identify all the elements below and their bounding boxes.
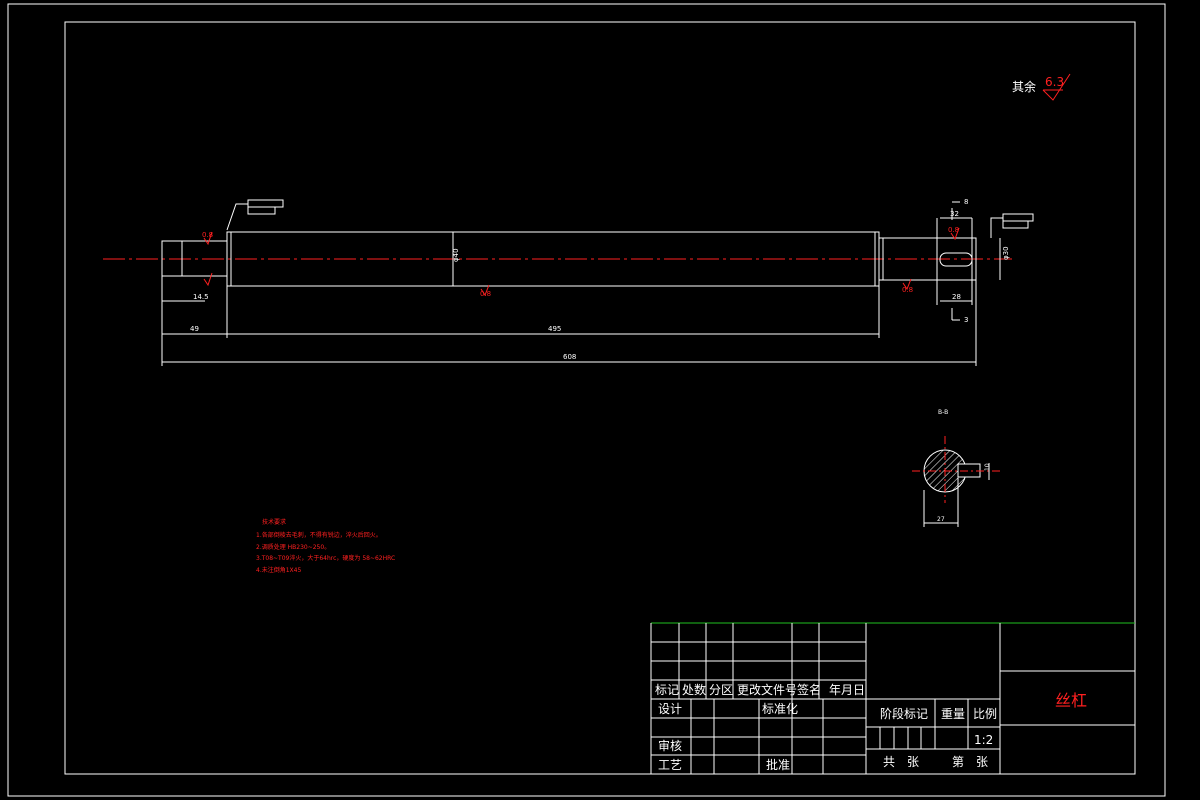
- tb-header: 标记: [655, 683, 679, 697]
- outer-border: [7, 3, 1166, 797]
- inner-border: [64, 21, 1136, 775]
- dim-left-step: 14.5: [193, 293, 209, 301]
- roughness-mark: 0.8: [948, 226, 959, 234]
- tb-standardization: 标准化: [762, 702, 798, 716]
- roughness-symbols: [203, 227, 960, 297]
- tech-item: 2.调质处理 HB230~250。: [256, 543, 330, 551]
- tb-approve: 批准: [766, 757, 790, 772]
- tb-header: 年月日: [829, 683, 865, 697]
- dim-right-top: 32: [950, 210, 959, 218]
- dim-diameter-main: φ40: [452, 248, 460, 262]
- tb-scale-label: 比例: [973, 707, 997, 721]
- tb-process: 工艺: [658, 758, 682, 772]
- tb-sheet-no: 第 张: [952, 755, 988, 769]
- surface-note-value: 6.3: [1045, 75, 1064, 89]
- dim-keyway-offset: 8: [964, 198, 968, 206]
- title-block-text: 标记 处数 分区 更改文件号 签名 年月日 设计 标准化 审核 工艺 批准 阶段…: [655, 682, 1087, 772]
- tb-total-sheets: 共 张: [883, 755, 919, 769]
- dim-middle-segment: 495: [548, 325, 561, 333]
- tb-header: 处数: [682, 682, 706, 697]
- tb-design: 设计: [658, 702, 682, 716]
- surface-note-label: 其余: [1012, 79, 1036, 94]
- tech-item: 4.未注倒角1X45: [256, 566, 301, 574]
- tb-stage-mark: 阶段标记: [880, 706, 928, 721]
- tech-item: 3.T08~T09淬火，大于64hrc，硬度为 58~62HRC: [256, 554, 395, 562]
- tb-review: 审核: [658, 738, 682, 753]
- technical-requirements: 技术要求 1.各部倒棱去毛刺，不得有锐边，淬火后回火。 2.调质处理 HB230…: [256, 518, 395, 574]
- tech-item: 1.各部倒棱去毛刺，不得有锐边，淬火后回火。: [256, 531, 382, 539]
- roughness-mark: 0.8: [202, 231, 213, 239]
- surface-roughness-note: 其余 6.3: [1012, 73, 1071, 101]
- tolerance-frame-right: [990, 213, 1034, 238]
- dimension-lines: [161, 217, 1001, 366]
- roughness-mark: 0.8: [902, 286, 913, 294]
- section-marker-bottom: [951, 308, 960, 321]
- section-label: B-B: [938, 409, 948, 416]
- title-block: [650, 622, 1135, 774]
- dim-left-segment: 49: [190, 325, 199, 333]
- section-view: B-B 27 10: [912, 409, 1000, 527]
- roughness-symbol-icon: [1042, 73, 1071, 101]
- tolerance-frame-left: [226, 199, 284, 231]
- tb-weight: 重量: [941, 707, 965, 721]
- dim-keyway-offset-b: 3: [964, 316, 968, 324]
- tb-scale-value: 1:2: [974, 733, 993, 747]
- dim-overall: 608: [563, 353, 576, 361]
- tb-part-name: 丝杠: [1055, 691, 1087, 710]
- shaft-right-end: [878, 237, 977, 281]
- dim-keyway-length: 28: [952, 293, 961, 301]
- dim-diameter-right: φ30: [1002, 246, 1010, 260]
- tb-header: 更改文件号: [737, 682, 797, 697]
- tb-header: 签名: [797, 682, 821, 697]
- tb-header: 分区: [709, 683, 733, 697]
- section-depth: 10: [984, 463, 991, 471]
- tech-title: 技术要求: [262, 518, 286, 526]
- section-width: 27: [937, 516, 945, 523]
